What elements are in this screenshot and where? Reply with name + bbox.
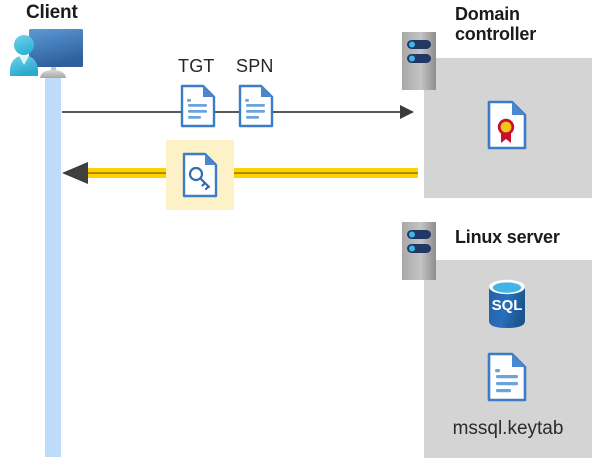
- certificate-document-icon: [487, 100, 527, 150]
- keytab-filename-label: mssql.keytab: [452, 418, 564, 439]
- client-lifeline: [45, 72, 61, 457]
- sql-database-label: SQL: [492, 297, 523, 314]
- tgt-document-icon: [180, 84, 216, 128]
- sql-database-icon: SQL: [485, 278, 529, 330]
- dc-title-line-2: controller: [455, 24, 537, 45]
- key-document-icon: [182, 152, 218, 198]
- tgt-label: TGT: [178, 56, 215, 76]
- request-arrow-client-to-domain-controller: [62, 104, 414, 120]
- domain-controller-server-rack-icon: [402, 32, 436, 90]
- spn-document-icon: [238, 84, 274, 128]
- spn-label: SPN: [236, 56, 274, 76]
- client-title: Client: [26, 2, 78, 23]
- response-arrow-domain-controller-to-client: [62, 160, 418, 186]
- keytab-document-icon: [487, 352, 527, 402]
- linux-server-rack-icon: [402, 222, 436, 280]
- dc-title-line-1: Domain: [455, 4, 520, 24]
- user-workstation-icon: [8, 24, 100, 90]
- linux-server-title: Linux server: [455, 227, 560, 247]
